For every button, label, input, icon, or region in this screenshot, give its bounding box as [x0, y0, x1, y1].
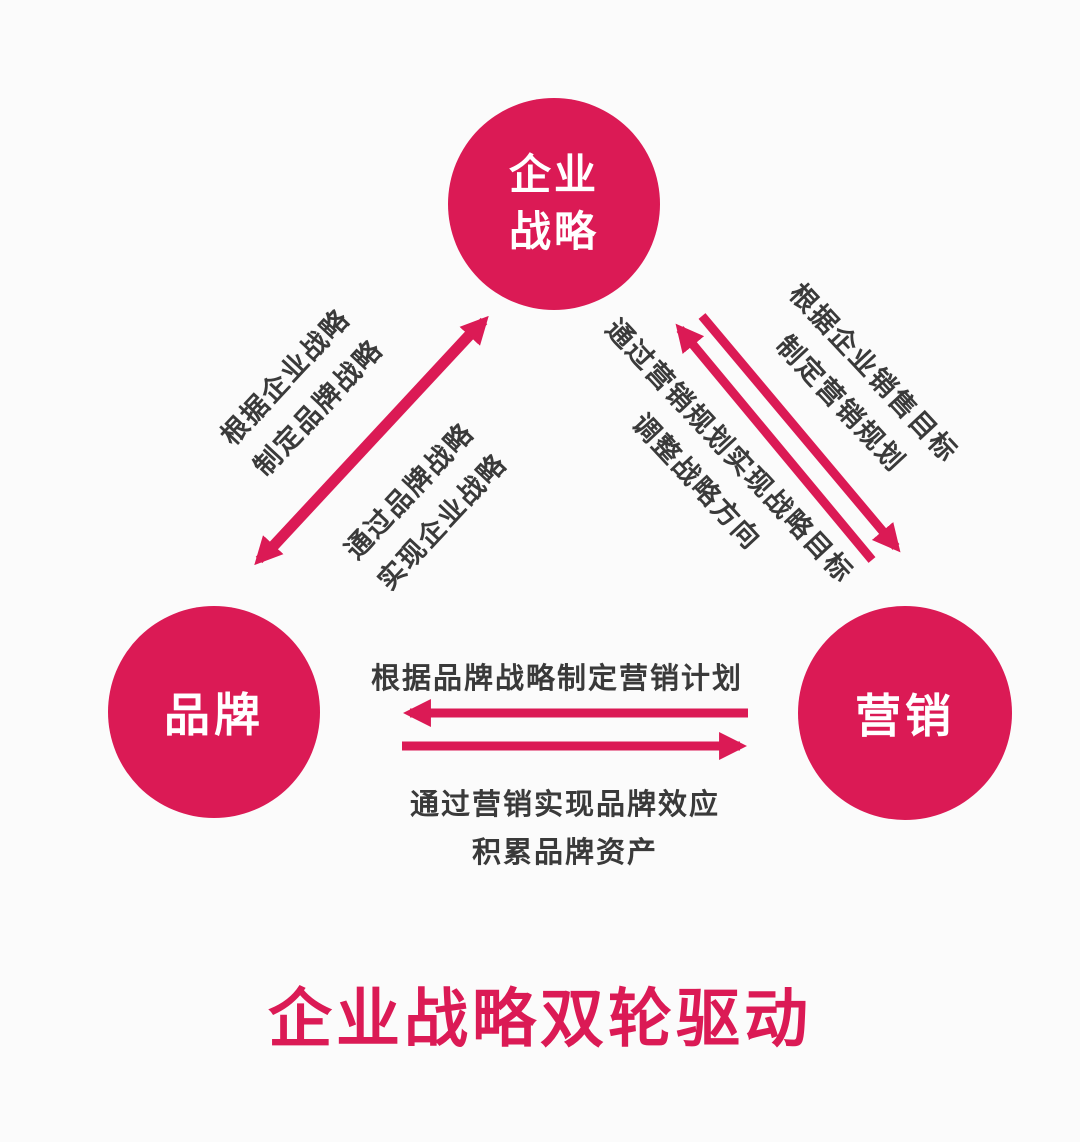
node-corporate-strategy: 企业 战略: [448, 98, 660, 310]
node-marketing: 营销: [798, 606, 1012, 820]
arrow-marketing-to-strategy: [675, 323, 876, 563]
edge-label-brand-marketing-top: 根据品牌战略制定营销计划: [370, 663, 743, 695]
node-marketing-label: 营销: [855, 690, 955, 742]
edge-label-brand-marketing-bottom: 通过营销实现品牌效应 积累品牌资产: [409, 789, 720, 869]
node-brand-label: 品牌: [164, 689, 264, 741]
diagram-title: 企业战略双轮驱动: [268, 983, 812, 1055]
node-brand: 品牌: [108, 606, 320, 818]
node-corporate-strategy-label: 企业 战略: [508, 151, 599, 255]
arrow-strategy-to-marketing: [698, 313, 901, 553]
arrow-strategy-to-brand: [254, 330, 473, 566]
